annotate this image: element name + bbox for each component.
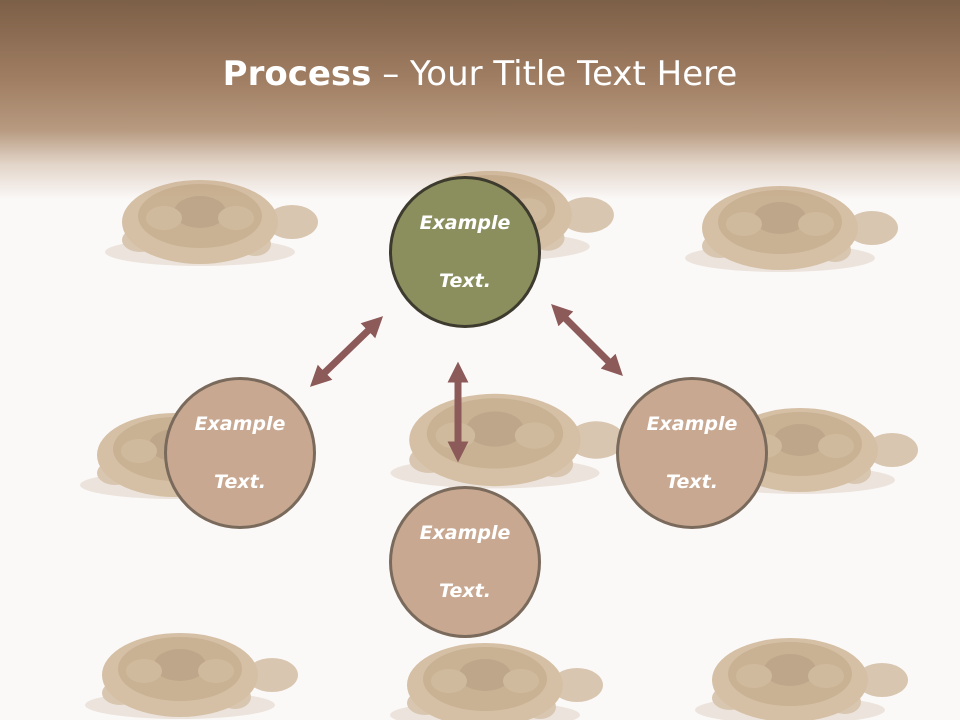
double-arrow-icon [551, 304, 623, 376]
slide-title: Process – Your Title Text Here [0, 54, 960, 94]
node-text-line1: Example [646, 412, 738, 435]
node-text-line1: Example [419, 211, 511, 234]
node-text-line2: Text. [439, 269, 491, 292]
title-separator: – [371, 54, 411, 94]
title-bold: Process [222, 54, 372, 94]
node-text-line2: Text. [214, 470, 266, 493]
header-band [0, 0, 960, 200]
node-text-line1: Example [419, 521, 511, 544]
node-text-line1: Example [194, 412, 286, 435]
node-text-line2: Text. [666, 470, 718, 493]
title-rest: Your Title Text Here [410, 54, 738, 94]
node-text-line2: Text. [439, 579, 491, 602]
double-arrow-icon [309, 316, 384, 387]
